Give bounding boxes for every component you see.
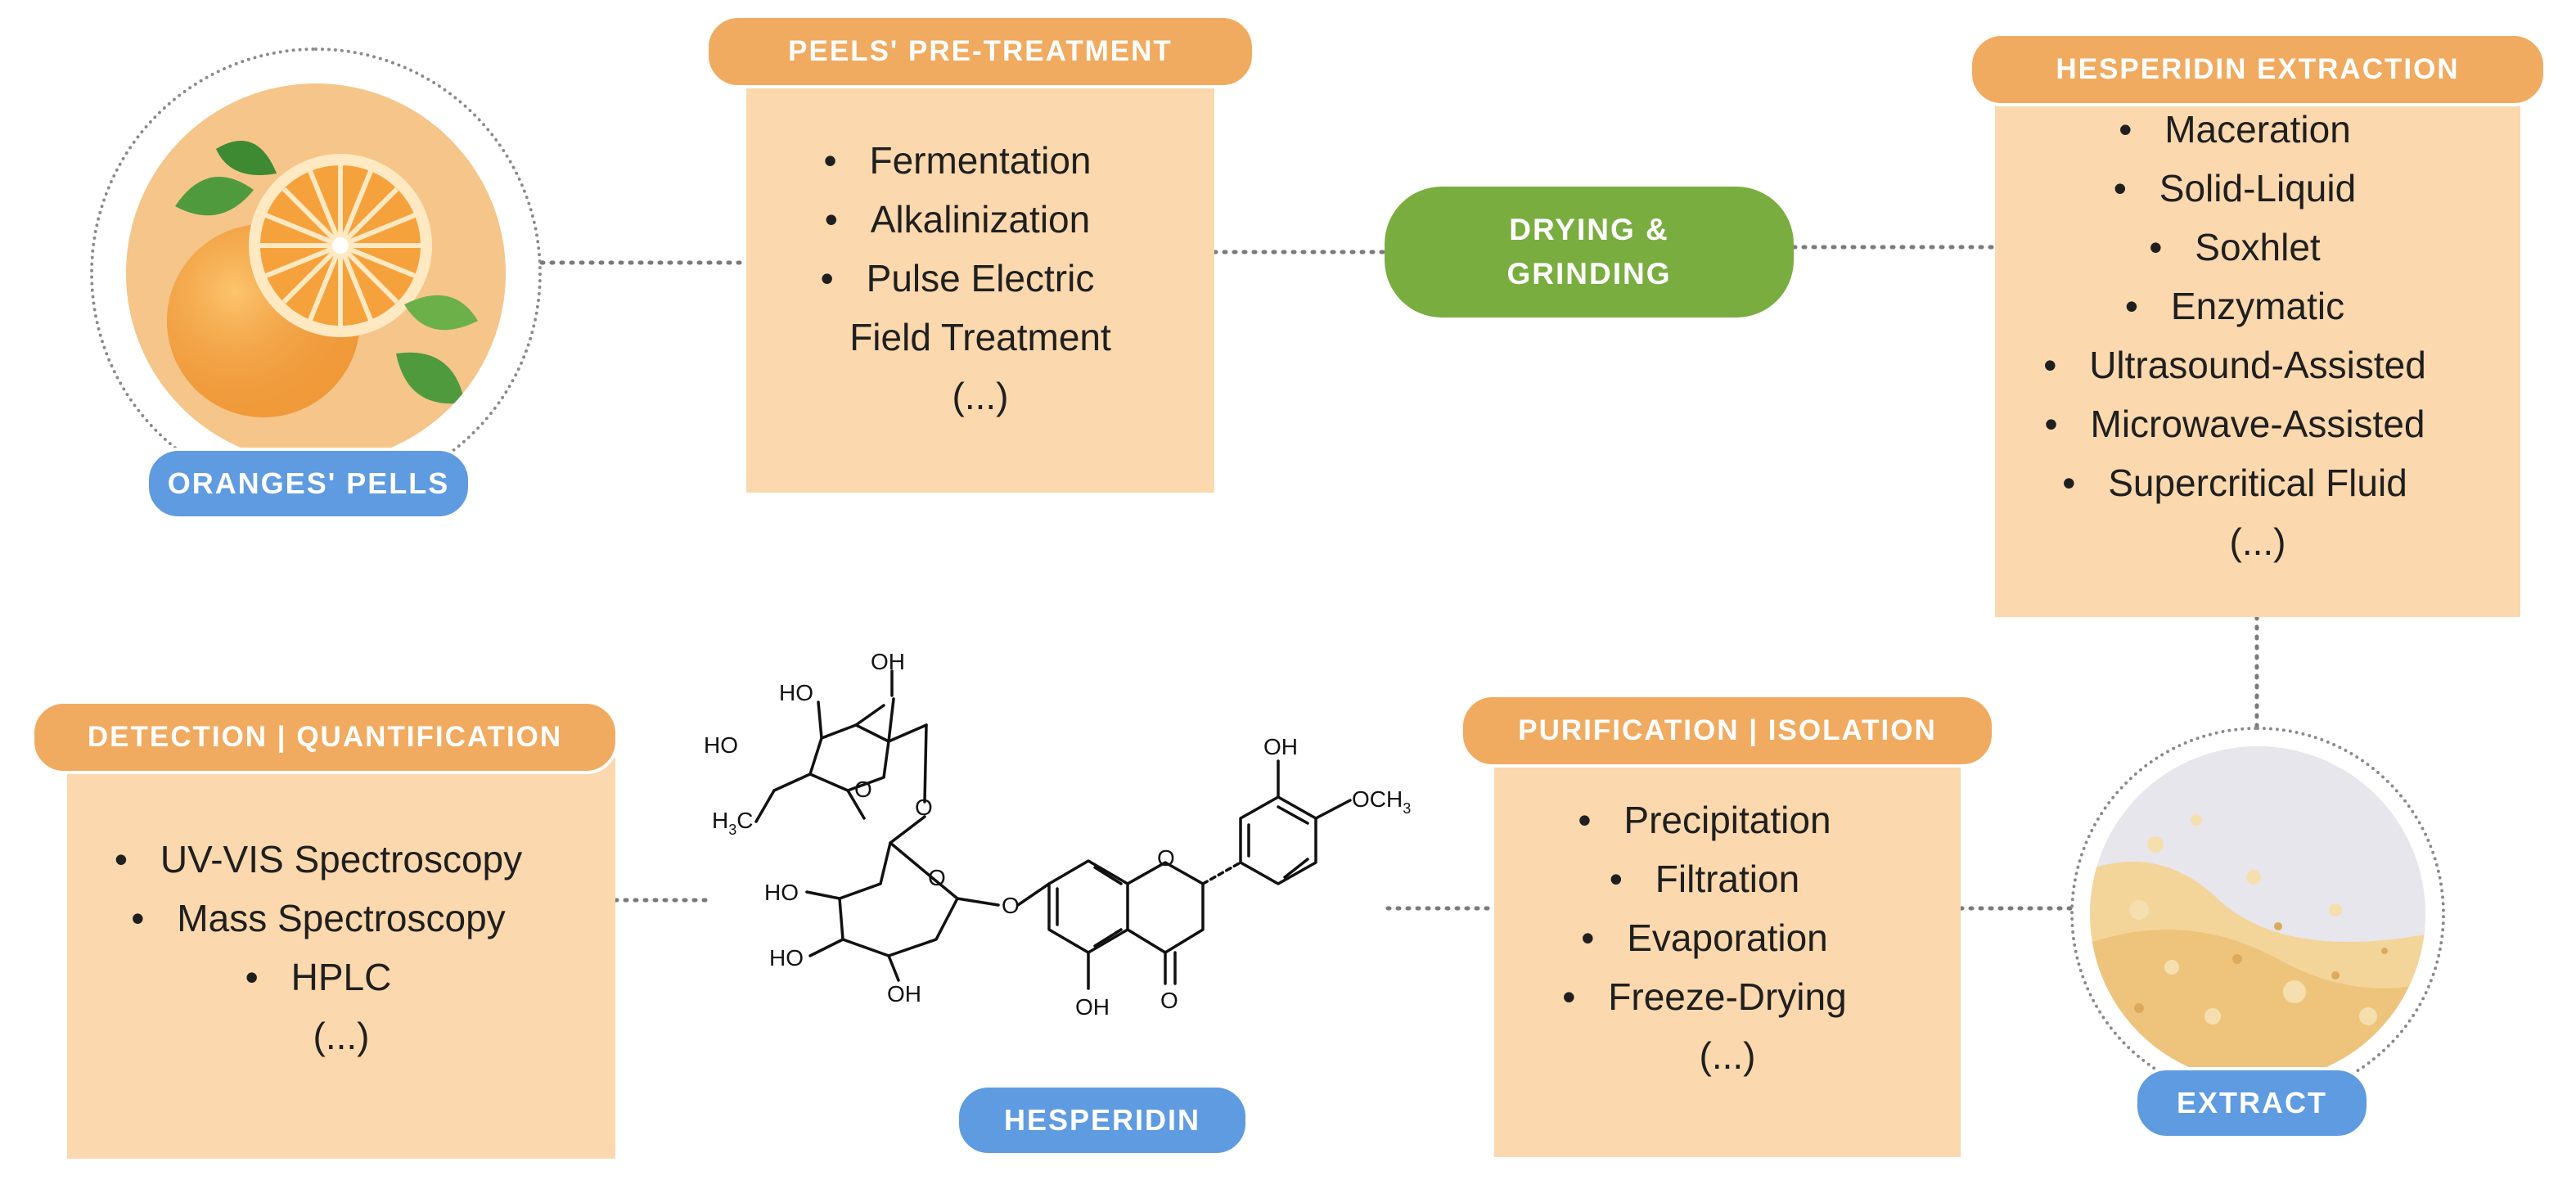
atom-label: OH: [871, 649, 905, 674]
bullet: •: [2124, 285, 2139, 327]
bullet: •: [1578, 799, 1592, 841]
extraction-panel: Maceration• Solid-Liquid• Soxhlet• Enzym…: [1995, 72, 2520, 617]
drying-grinding-pill: DRYING & GRINDING: [1385, 187, 1794, 318]
bullet: •: [245, 956, 259, 998]
bullet: •: [2149, 226, 2163, 268]
atom-label: OH: [1263, 734, 1298, 759]
hesperidin-structure: OH HO HO O H3C O O HO HO OH O O OH O OH …: [704, 649, 1411, 1020]
bullet: •: [820, 257, 834, 300]
pretreatment-item: Fermentation•: [746, 131, 1214, 190]
atom-label: O: [1002, 893, 1020, 918]
detection-more: (...): [313, 1015, 370, 1057]
bullet: •: [824, 198, 838, 241]
atom-label: HO: [779, 680, 813, 705]
atom-label: O: [1160, 988, 1178, 1013]
purification-item: Evaporation•: [1494, 908, 1961, 967]
atom-label: O: [928, 865, 946, 890]
orange-fruit-icon: [126, 83, 506, 463]
bullet: •: [131, 897, 145, 939]
purification-more: (...): [1699, 1034, 1756, 1077]
detection-item: UV-VIS Spectroscopy•: [67, 830, 615, 889]
purification-panel: Precipitation• Filtration• Evaporation• …: [1494, 748, 1961, 1157]
extraction-item: Supercritical Fluid•: [1995, 453, 2520, 512]
atom-label: H3C: [712, 808, 753, 838]
extraction-more: (...): [2229, 520, 2286, 563]
extraction-item: Soxhlet•: [1995, 218, 2520, 277]
atom-label: O: [915, 795, 933, 820]
pretreatment-title: PEELS' PRE-TREATMENT: [705, 15, 1255, 88]
bullet: •: [823, 139, 837, 182]
pretreatment-item: Alkalinization•: [746, 190, 1214, 249]
atom-label: OCH3: [1352, 786, 1411, 817]
pretreatment-item: Pulse Electric•: [746, 249, 1214, 308]
hesperidin-label: HESPERIDIN: [956, 1084, 1249, 1156]
bullet: •: [2044, 403, 2058, 445]
extraction-title: HESPERIDIN EXTRACTION: [1969, 33, 2547, 106]
atom-label: O: [854, 777, 872, 802]
powder-icon: [2090, 746, 2425, 1082]
bullet: •: [114, 838, 128, 880]
bullet: •: [1562, 975, 1576, 1018]
bullet: •: [2119, 108, 2132, 151]
atom-label: O: [1157, 845, 1175, 871]
purification-item: Freeze-Drying•: [1494, 967, 1961, 1026]
purification-item: Filtration•: [1494, 849, 1961, 908]
extract-image: [2090, 746, 2425, 1082]
detection-panel: UV-VIS Spectroscopy• Mass Spectroscopy• …: [67, 758, 615, 1159]
extraction-item: Enzymatic•: [1995, 277, 2520, 336]
bullet: •: [2043, 344, 2057, 386]
bullet: •: [2062, 462, 2076, 504]
pretreatment-panel: Fermentation• Alkalinization• Pulse Elec…: [746, 82, 1214, 493]
detection-title: DETECTION | QUANTIFICATION: [31, 700, 619, 774]
oranges-image: [126, 83, 506, 463]
atom-label: OH: [1075, 994, 1110, 1020]
purification-title: PURIFICATION | ISOLATION: [1460, 694, 1995, 768]
extraction-item: Ultrasound-Assisted•: [1995, 336, 2520, 394]
bullet: •: [1609, 858, 1623, 900]
bullet: •: [2113, 167, 2127, 209]
detection-item: HPLC•: [67, 948, 615, 1007]
extract-label: EXTRACT: [2134, 1067, 2370, 1139]
detection-item: Mass Spectroscopy•: [67, 889, 615, 948]
extraction-item: Microwave-Assisted•: [1995, 394, 2520, 453]
pretreatment-more: (...): [952, 375, 1009, 417]
pretreatment-item-continuation: Field Treatment: [849, 316, 1111, 358]
purification-item: Precipitation•: [1494, 790, 1961, 849]
extraction-item: Solid-Liquid•: [1995, 159, 2520, 218]
bullet: •: [1581, 917, 1595, 959]
grinding-label: GRINDING: [1506, 257, 1672, 290]
atom-label: HO: [704, 732, 738, 758]
atom-label: OH: [887, 981, 921, 1007]
extraction-item: Maceration•: [1995, 100, 2520, 159]
oranges-label: ORANGES' PELLS: [146, 448, 471, 520]
drying-label: DRYING &: [1509, 213, 1669, 246]
atom-label: HO: [769, 945, 804, 971]
atom-label: HO: [764, 880, 799, 905]
